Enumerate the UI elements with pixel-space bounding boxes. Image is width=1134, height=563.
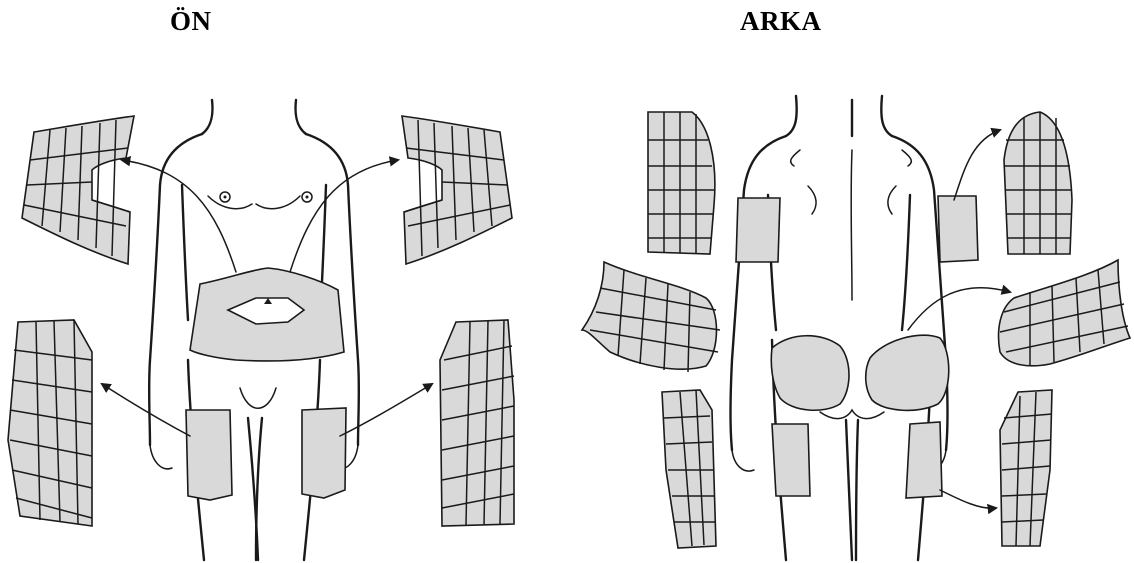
- back-left-arm-donor-zone: [736, 198, 780, 262]
- front-arrow-thigh-right: [340, 384, 432, 436]
- front-graft-upper-right: [402, 116, 512, 264]
- back-arrow-buttock: [908, 288, 1010, 330]
- back-left-thigh-donor-zone: [772, 424, 810, 496]
- front-abdomen-donor-zone: [190, 268, 344, 361]
- back-graft-upper-right: [1004, 112, 1072, 254]
- front-right-thigh-donor-zone: [302, 408, 346, 498]
- front-graft-upper-left: [22, 116, 134, 264]
- front-arrow-thigh-left: [102, 384, 190, 436]
- back-arrow-thigh: [940, 490, 996, 508]
- back-right-buttock-donor-zone: [866, 335, 949, 410]
- back-graft-middle-left: [582, 262, 720, 372]
- back-right-arm-donor-zone: [938, 196, 978, 262]
- front-arrow-chest-left: [122, 160, 236, 272]
- front-arrow-chest-right: [290, 160, 398, 272]
- back-right-thigh-donor-zone: [906, 422, 942, 498]
- front-graft-lower-right: [440, 320, 514, 526]
- back-arrow-arm: [954, 130, 1000, 200]
- back-graft-middle-right: [999, 260, 1130, 366]
- back-left-buttock-donor-zone: [771, 336, 849, 411]
- back-graft-lower-left: [662, 390, 716, 548]
- front-graft-lower-left: [8, 320, 92, 526]
- front-left-thigh-donor-zone: [186, 410, 232, 500]
- back-graft-upper-left: [648, 112, 715, 254]
- back-graft-lower-right: [1000, 390, 1052, 546]
